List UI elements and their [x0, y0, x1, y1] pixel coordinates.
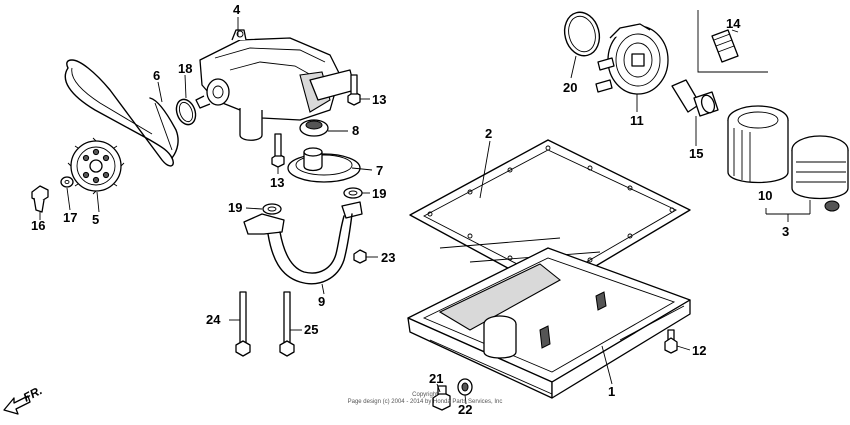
callout-24: 24: [206, 312, 221, 327]
part-11-oil-cooler[interactable]: [595, 23, 669, 95]
part-22-washer[interactable]: [457, 378, 473, 396]
front-direction-indicator: FR.: [3, 383, 44, 415]
callout-25: 25: [304, 322, 318, 337]
part-6-chain[interactable]: [64, 59, 179, 167]
callout-11: 11: [630, 113, 644, 128]
callout-2: 2: [485, 126, 492, 141]
gasket-bolt-holes: [427, 145, 675, 285]
callout-1: 1: [608, 384, 615, 399]
front-arrow-icon: [3, 395, 31, 415]
copyright-notice: Copyright Page design (c) 2004 - 2014 by…: [348, 392, 503, 405]
part-12-bolt[interactable]: [664, 329, 678, 354]
part-18-o-ring[interactable]: [173, 97, 199, 128]
callout-20: 20: [563, 80, 577, 95]
part-19-ring-right[interactable]: [343, 187, 363, 199]
leader-lines: [39, 17, 739, 405]
part-13-bolt-upper[interactable]: [347, 74, 361, 106]
part-25-bolt[interactable]: [279, 291, 295, 357]
callout-15: 15: [689, 146, 703, 161]
part-20-o-ring[interactable]: [560, 8, 604, 59]
callout-22: 22: [458, 402, 472, 417]
part-10-oil-filter[interactable]: [727, 105, 789, 184]
part-24-bolt[interactable]: [235, 291, 251, 357]
callout-14: 14: [726, 16, 741, 31]
part-23-bolt[interactable]: [353, 249, 367, 264]
copyright-line-1: Copyright: [412, 392, 438, 398]
part-7-strainer[interactable]: [287, 147, 361, 183]
part-17-washer[interactable]: [60, 176, 74, 188]
callout-5: 5: [92, 212, 99, 227]
callout-13-lower: 13: [270, 175, 284, 190]
callout-23: 23: [381, 250, 395, 265]
callout-13-upper: 13: [372, 92, 386, 107]
part-19-ring-left[interactable]: [262, 203, 282, 215]
part-16-bolt[interactable]: [31, 185, 49, 213]
callout-19-left: 19: [228, 200, 242, 215]
part-9-oil-pipe[interactable]: [243, 201, 363, 285]
part-14-bolt[interactable]: [697, 10, 768, 73]
callout-9: 9: [318, 294, 325, 309]
callout-21: 21: [429, 371, 443, 386]
part-5-sprocket[interactable]: [67, 137, 125, 195]
callout-7: 7: [376, 163, 383, 178]
part-1-oil-pan[interactable]: [407, 247, 691, 399]
part-15-filter-stud[interactable]: [671, 79, 719, 117]
callout-4: 4: [233, 2, 241, 17]
part-13-bolt-lower[interactable]: [271, 133, 285, 168]
callout-10: 10: [758, 188, 772, 203]
callout-16: 16: [31, 218, 45, 233]
callout-3: 3: [782, 224, 789, 239]
part-8-seal[interactable]: [299, 119, 329, 137]
callout-8: 8: [352, 123, 359, 138]
callout-19-right: 19: [372, 186, 386, 201]
callout-labels: 4 6 18 5 17 16 13 13 8 7 19 19 9 23 24 2…: [31, 2, 789, 417]
part-21-drain-bolt[interactable]: [432, 385, 451, 411]
part-4-oil-pump[interactable]: [195, 29, 356, 141]
callout-12: 12: [692, 343, 706, 358]
part-3-filter-assy[interactable]: [765, 135, 849, 222]
copyright-line-2: Page design (c) 2004 - 2014 by Honda Par…: [348, 399, 503, 405]
callout-18: 18: [178, 61, 192, 76]
callout-6: 6: [153, 68, 160, 83]
callout-17: 17: [63, 210, 77, 225]
